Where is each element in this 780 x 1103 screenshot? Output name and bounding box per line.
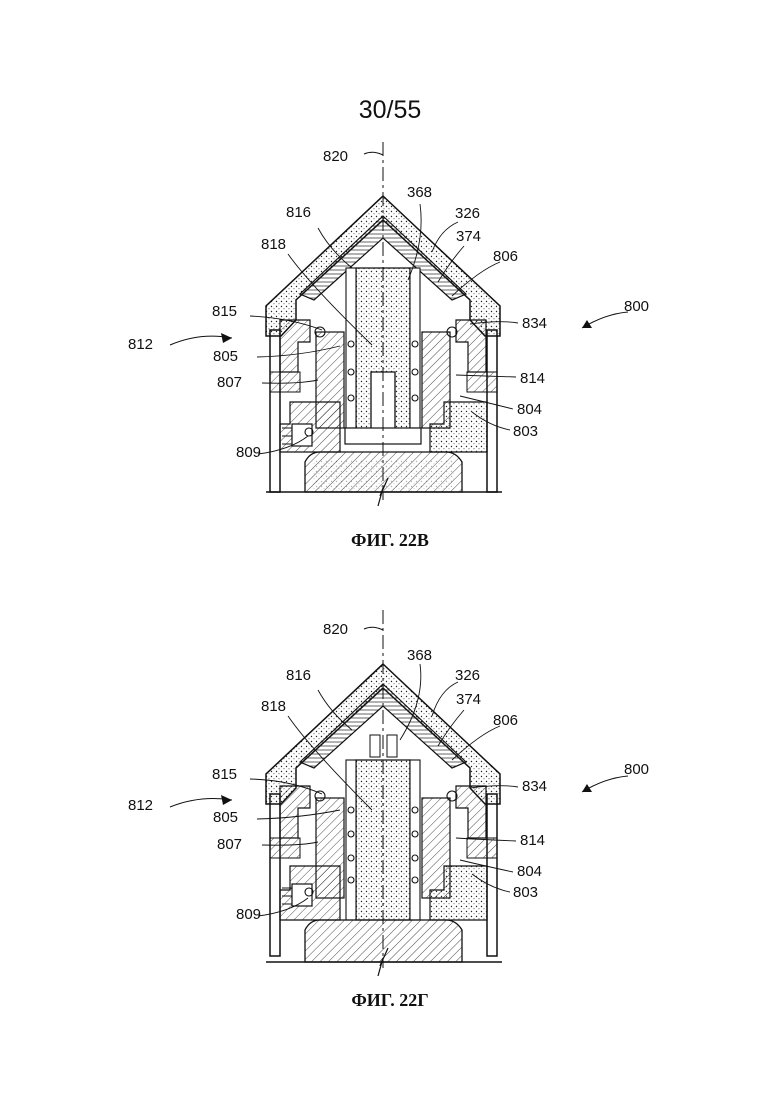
label-807: 807 (217, 836, 242, 853)
label-374: 374 (456, 228, 481, 245)
label-814: 814 (520, 370, 545, 387)
label-818: 818 (261, 698, 286, 715)
label-800: 800 (624, 761, 649, 778)
figure-caption: ФИГ. 22В (0, 530, 780, 551)
page-number: 30/55 (0, 96, 780, 125)
label-326: 326 (455, 205, 480, 222)
label-812: 812 (128, 336, 153, 353)
label-815: 815 (212, 766, 237, 783)
label-368: 368 (407, 184, 432, 201)
label-820: 820 (323, 621, 348, 638)
label-820: 820 (323, 148, 348, 165)
label-834: 834 (522, 778, 547, 795)
label-818: 818 (261, 236, 286, 253)
figure-22b-drawing: 820 368 326 374 806 816 818 815 805 807 … (0, 140, 780, 510)
label-807: 807 (217, 374, 242, 391)
label-374: 374 (456, 691, 481, 708)
label-803: 803 (513, 884, 538, 901)
label-804: 804 (517, 401, 542, 418)
label-804: 804 (517, 863, 542, 880)
label-805: 805 (213, 809, 238, 826)
label-803: 803 (513, 423, 538, 440)
label-814: 814 (520, 832, 545, 849)
label-815: 815 (212, 303, 237, 320)
figure-22g-drawing: 820 368 326 374 806 816 818 815 805 807 … (0, 605, 780, 990)
label-805: 805 (213, 348, 238, 365)
figure-caption: ФИГ. 22Г (0, 990, 780, 1011)
label-809: 809 (236, 444, 261, 461)
label-809: 809 (236, 906, 261, 923)
label-800: 800 (624, 298, 649, 315)
label-812: 812 (128, 797, 153, 814)
label-326: 326 (455, 667, 480, 684)
label-816: 816 (286, 667, 311, 684)
label-834: 834 (522, 315, 547, 332)
label-806: 806 (493, 712, 518, 729)
label-806: 806 (493, 248, 518, 265)
label-368: 368 (407, 647, 432, 664)
label-816: 816 (286, 204, 311, 221)
